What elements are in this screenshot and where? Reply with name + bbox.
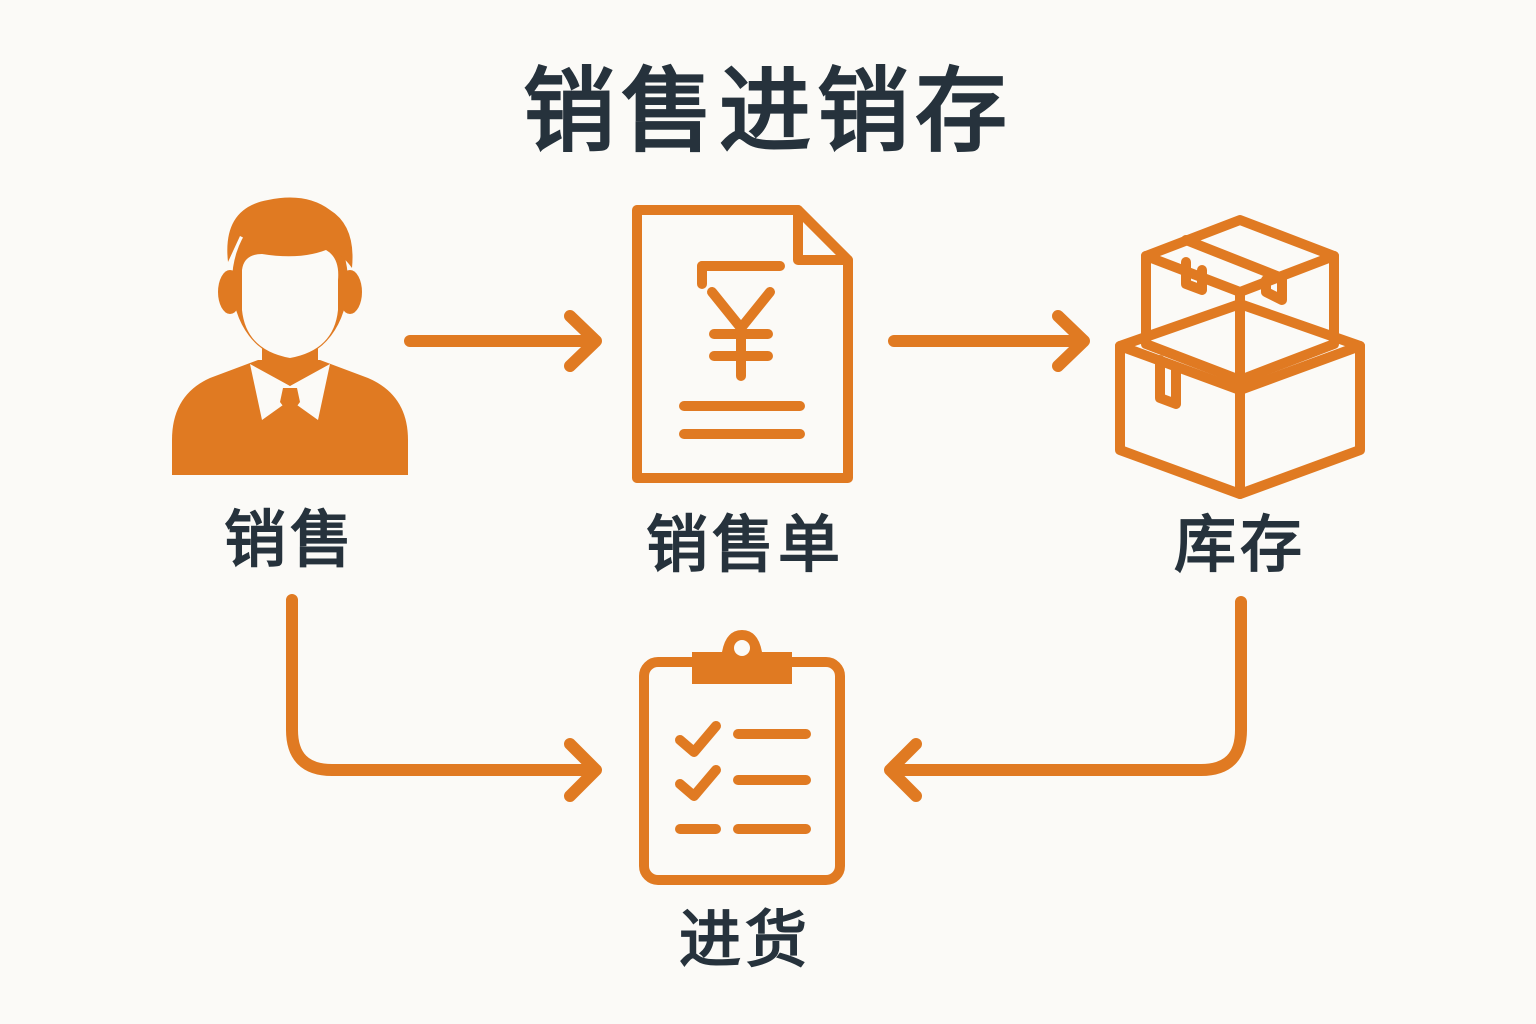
arrow-order-to-stock — [888, 310, 1090, 372]
node-label-purchase: 进货 — [678, 903, 811, 976]
arrow-stock-to-purchase — [884, 596, 1247, 802]
arrow-sales-to-purchase — [286, 594, 602, 802]
salesperson-icon — [172, 197, 408, 475]
node-label-sales: 销售 — [223, 503, 356, 576]
node-label-sales-order: 销售单 — [645, 508, 844, 581]
checklist-clipboard-icon — [639, 630, 845, 885]
node-label-inventory: 库存 — [1173, 508, 1306, 581]
diagram-title: 销售进销存 — [522, 58, 1013, 165]
stacked-boxes-icon — [1115, 215, 1365, 499]
arrow-sales-to-order — [404, 310, 602, 372]
yuan-invoice-icon — [632, 205, 853, 483]
